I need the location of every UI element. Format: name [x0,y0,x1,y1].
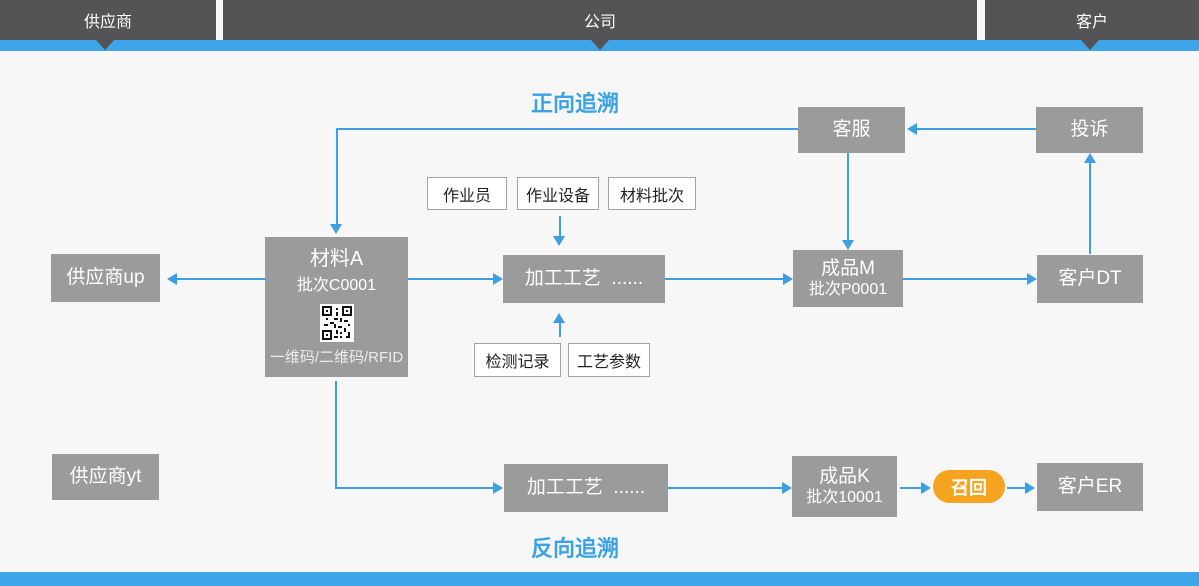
header-segment-supplier: 供应商 [0,0,216,40]
arrowhead-right-customer-dt [1027,273,1037,285]
product-k-name: 成品K [819,465,870,487]
tag-inspection-record-label: 检测记录 [485,354,550,371]
tag-equipment-label: 作业设备 [525,187,590,205]
supplier-yt-label: 供应商yt [69,466,142,488]
header-label-customer: 客户 [1075,14,1108,31]
bottom-blue-strip [0,572,1199,586]
arrow-line-service-to-material-drop [336,128,338,224]
node-material-a: 材料A 批次C0001 [265,237,408,377]
arrow-line-records-to-process [559,323,561,337]
tag-operator: 作业员 [427,177,507,210]
arrow-line-customer-dt-to-complaint [1089,163,1091,254]
arrow-line-service-to-product-m [847,153,849,241]
product-m-batch: 批次P0001 [808,281,888,299]
node-process-bottom: 加工工艺 ...... [504,464,668,512]
arrowhead-left-service [907,123,917,135]
node-customer-dt: 客户DT [1037,255,1143,303]
tag-material-batch-label: 材料批次 [619,187,684,205]
node-product-m: 成品M 批次P0001 [793,250,903,307]
node-process-top: 加工工艺 ...... [503,255,665,303]
tag-process-params-label: 工艺参数 [576,354,641,371]
product-k-batch: 批次10001 [806,489,883,507]
header-label-supplier: 供应商 [83,14,132,31]
arrow-line-service-to-material [337,128,798,130]
node-product-k: 成品K 批次10001 [792,456,897,517]
customer-er-label: 客户ER [1057,476,1123,498]
material-a-batch: 批次C0001 [296,276,377,294]
arrow-line-tags-to-process [559,216,561,237]
arrow-line-material-down [335,381,337,489]
header-notch-supplier [96,40,114,50]
arrow-line-material-to-process [408,278,493,280]
arrow-line-material-to-supplier-up [177,278,265,280]
forward-trace-title: 正向追溯 [530,91,619,116]
arrowhead-right-product-k [782,482,792,494]
arrowhead-right-customer-er [1025,482,1035,494]
product-m-name: 成品M [821,257,875,279]
header-label-company: 公司 [583,14,616,31]
header-segment-company: 公司 [223,0,977,40]
customer-dt-label: 客户DT [1058,268,1122,290]
node-customer-service: 客服 [798,107,905,153]
material-a-codes: 一维码/二维码/RFID [269,348,404,366]
arrow-line-product-k-to-recall [900,487,921,489]
arrowhead-right-process-top [493,273,503,285]
material-a-name: 材料A [309,247,364,270]
arrowhead-right-process-bottom [493,482,503,494]
node-customer-er: 客户ER [1037,463,1143,511]
recall-badge: 召回 [933,470,1005,503]
tag-material-batch: 材料批次 [608,177,696,210]
arrowhead-down-process-top [553,236,565,246]
tag-inspection-record: 检测记录 [474,343,561,377]
tag-operator-label: 作业员 [442,187,491,205]
node-supplier-up: 供应商up [51,254,160,302]
tag-equipment: 作业设备 [517,177,599,210]
tag-process-params: 工艺参数 [568,343,650,377]
arrowhead-right-product-m [783,273,793,285]
header-notch-customer [1081,40,1099,50]
arrow-line-recall-to-customer-er [1007,487,1025,489]
arrowhead-left-supplier-up [167,273,177,285]
arrow-line-complaint-to-service [917,128,1036,130]
node-complaint: 投诉 [1036,107,1143,153]
arrowhead-up-complaint [1084,153,1096,163]
node-supplier-yt: 供应商yt [52,454,159,500]
supplier-up-label: 供应商up [66,267,145,289]
customer-service-label: 客服 [832,119,871,141]
header-notch-company [591,40,609,50]
arrowhead-up-process-top [553,313,565,323]
process-bottom-label: 加工工艺 ...... [526,477,646,499]
arrow-line-process-bottom-to-product-k [668,487,782,489]
process-top-label: 加工工艺 ...... [524,268,644,290]
arrowhead-right-recall [921,482,931,494]
recall-badge-label: 召回 [951,477,987,498]
header-segment-customer: 客户 [985,0,1199,40]
arrow-line-product-m-to-customer-dt [903,278,1027,280]
complaint-label: 投诉 [1070,119,1109,141]
arrow-line-material-to-process-bottom [335,487,493,489]
qr-code-icon [319,303,354,342]
arrowhead-down-material-a [330,224,342,234]
arrow-line-process-to-product-m [665,278,783,280]
arrowhead-down-product-m [842,240,854,250]
backward-trace-title: 反向追溯 [530,536,619,561]
